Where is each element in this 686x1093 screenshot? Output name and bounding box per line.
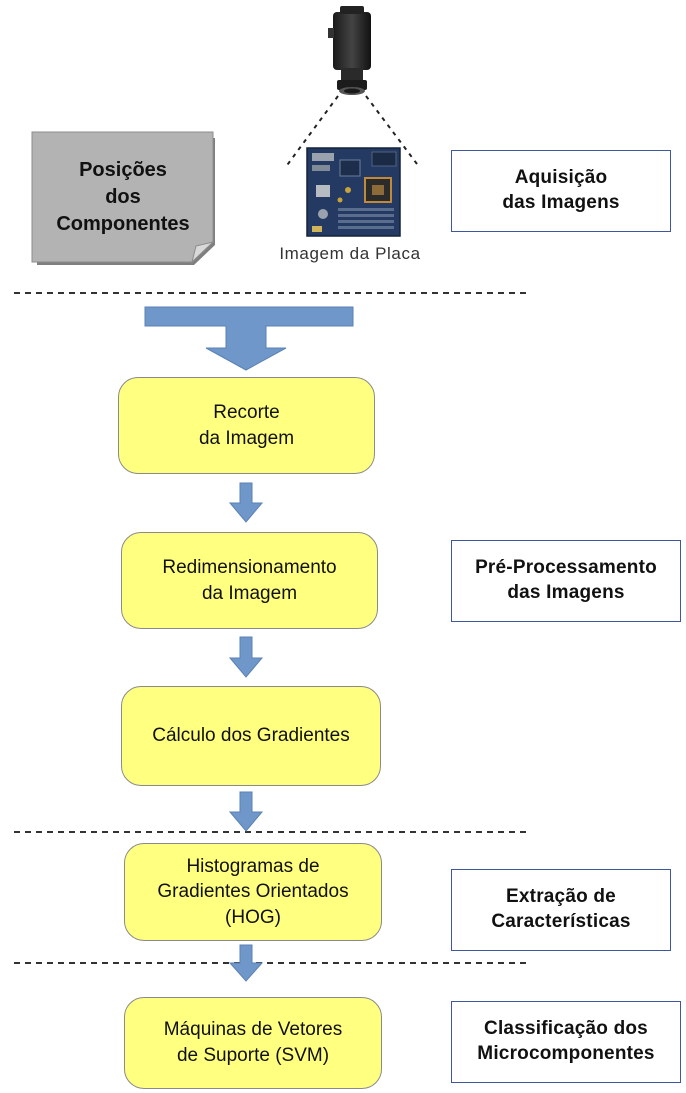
flow-arrow-large <box>144 306 354 371</box>
fov-line-right <box>365 95 421 169</box>
step-crop-image: Recorte da Imagem <box>118 377 375 474</box>
step-resize-image: Redimensionamento da Imagem <box>121 532 378 629</box>
flow-arrow-3 <box>228 791 264 832</box>
stage-feature-extraction: Extração de Características <box>451 869 671 951</box>
document-shape <box>31 131 215 265</box>
stage-acquisition: Aquisição das Imagens <box>451 150 671 232</box>
fov-line-left <box>284 95 339 169</box>
stage-preprocessing: Pré-Processamento das Imagens <box>451 540 681 622</box>
step-svm: Máquinas de Vetores de Suporte (SVM) <box>124 997 382 1089</box>
stage-classification: Classificação dos Microcomponentes <box>451 1001 681 1083</box>
components-positions-label: Posições dos Componentes <box>56 158 190 235</box>
flow-arrow-4 <box>228 944 264 982</box>
circuit-board-image <box>306 147 401 237</box>
board-image-caption: Imagem da Placa <box>279 244 421 263</box>
flow-arrow-2 <box>228 636 264 678</box>
camera-icon <box>328 6 371 95</box>
flow-arrow-1 <box>228 482 264 523</box>
step-hog: Histogramas de Gradientes Orientados (HO… <box>124 843 382 941</box>
step-gradient-calculation: Cálculo dos Gradientes <box>121 686 381 786</box>
